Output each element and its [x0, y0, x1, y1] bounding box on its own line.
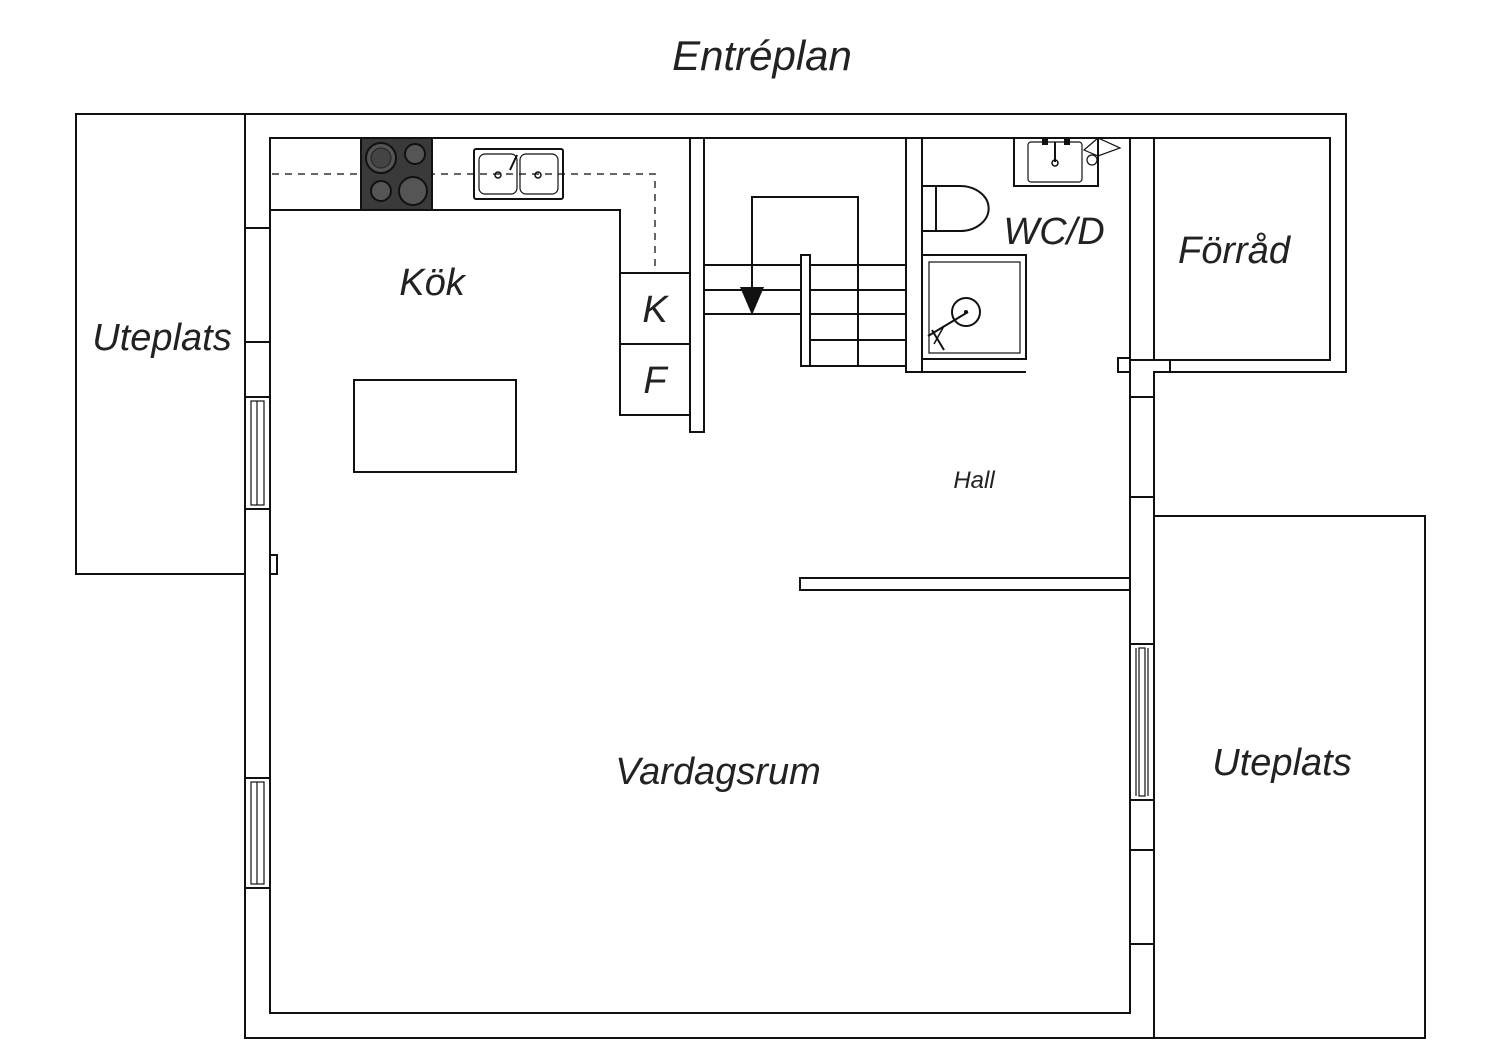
storage-wall [1129, 137, 1155, 361]
kitchen-label: Kök [399, 262, 466, 304]
freezer-label: F [643, 360, 668, 402]
kitchen-stair-wall [689, 137, 705, 433]
kitchen-island [353, 379, 517, 473]
hall-label: Hall [953, 467, 995, 494]
fridge-label: K [642, 289, 669, 331]
washbasin-icon [1013, 137, 1122, 187]
left-wall-joint [245, 341, 278, 575]
hall-wall-segment [1129, 396, 1155, 498]
counter-dashline [272, 173, 656, 272]
stair-post [800, 254, 811, 367]
stove-icon [360, 137, 433, 211]
interior-outline [245, 138, 691, 416]
hall-living-wall [799, 577, 1131, 591]
patio-left-area [75, 113, 246, 575]
living-room-label: Vardagsrum [615, 751, 821, 793]
patio-right-area [1153, 515, 1426, 1039]
shower-icon [921, 254, 1027, 360]
storage-door-jamb [1117, 357, 1171, 398]
kitchen-counter [270, 137, 690, 274]
patio-left-label: Uteplats [92, 317, 231, 359]
toilet-icon [921, 185, 990, 232]
arrow-down-icon [740, 287, 764, 315]
double-sink-icon [473, 148, 564, 200]
plan-title: Entréplan [672, 32, 852, 79]
window-right [1129, 643, 1155, 801]
window-left-lower [244, 777, 271, 889]
wc-label: WC/D [1003, 211, 1104, 253]
storage-label: Förråd [1178, 230, 1292, 272]
wc-partition [905, 137, 923, 373]
window-left-upper [244, 396, 271, 510]
patio-right-label: Uteplats [1212, 742, 1351, 784]
